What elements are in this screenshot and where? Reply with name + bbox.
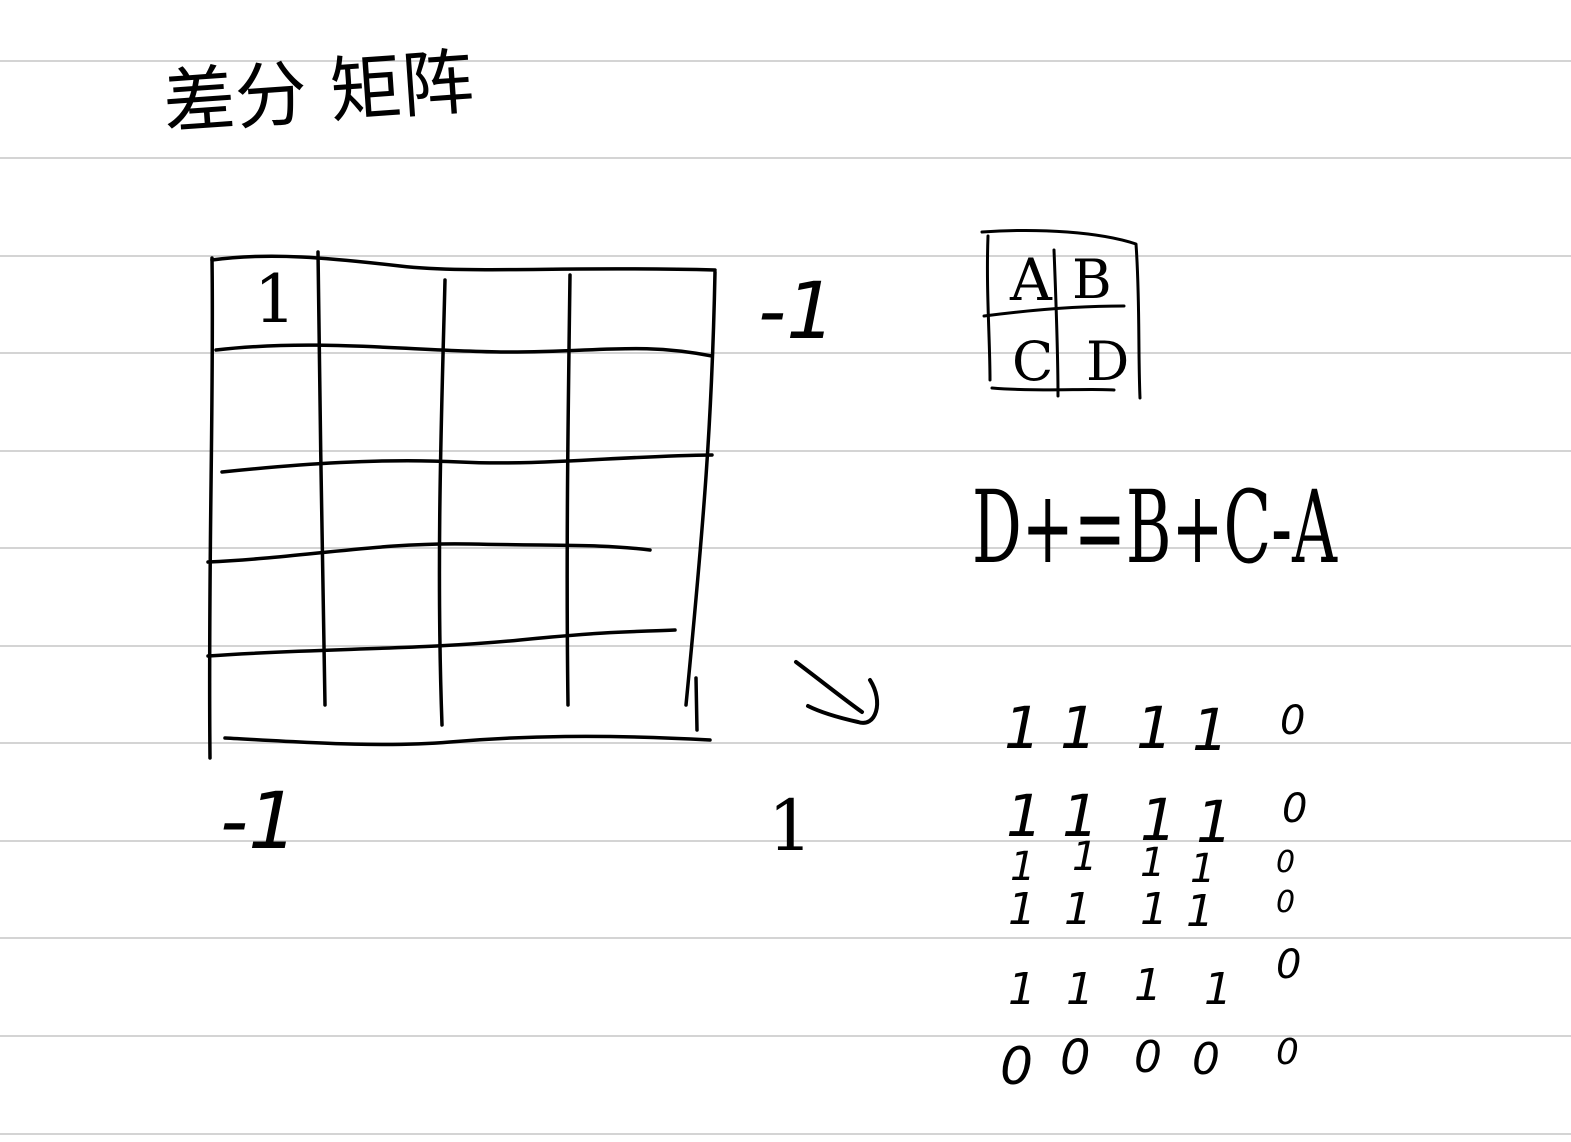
matrix-cell: 1 xyxy=(1008,884,1036,935)
result-matrix: 1 1 1 1 0 1 1 1 1 0 1 1 1 1 0 1 1 1 1 0 … xyxy=(1000,694,1307,1097)
grid-cell-value: 1 xyxy=(254,261,296,338)
box-divider xyxy=(1052,248,1060,398)
grid-line xyxy=(694,676,699,732)
box-border xyxy=(980,229,1142,400)
matrix-cell: 1 xyxy=(1062,782,1099,850)
matrix-cell: 1 xyxy=(1204,964,1232,1015)
matrix-cell: 1 xyxy=(1190,846,1215,892)
grid-line xyxy=(210,254,717,272)
matrix-cell: 1 xyxy=(1196,788,1233,856)
box-label-d: D xyxy=(1086,330,1129,393)
difference-grid xyxy=(206,250,717,760)
matrix-cell: 1 xyxy=(1010,844,1035,890)
grid-bottom-left-value: -1 xyxy=(220,777,298,867)
ruled-lines xyxy=(0,60,1571,1135)
formula: D+=B+C-A xyxy=(972,469,1338,586)
matrix-cell: 0 xyxy=(1192,1034,1220,1085)
arrow-icon xyxy=(794,660,880,725)
matrix-cell: 0 xyxy=(1000,1037,1033,1097)
matrix-cell: 1 xyxy=(1006,782,1043,850)
grid-line xyxy=(220,453,714,474)
matrix-cell: 0 xyxy=(1276,885,1295,920)
grid-line xyxy=(437,278,447,727)
matrix-cell: 0 xyxy=(1280,698,1305,744)
grid-line xyxy=(223,734,712,747)
grid-line xyxy=(316,250,327,707)
matrix-cell: 1 xyxy=(1186,886,1214,937)
matrix-cell: 1 xyxy=(1192,696,1229,764)
matrix-cell: 1 xyxy=(1140,840,1165,886)
box-label-c: C xyxy=(1012,330,1053,393)
matrix-cell: 1 xyxy=(1008,964,1036,1015)
grid-line xyxy=(207,256,215,760)
box-label-b: B xyxy=(1072,248,1112,311)
page-title: 差分 矩阵 xyxy=(160,39,476,144)
grid-top-right-value: -1 xyxy=(758,267,836,357)
matrix-cell: 0 xyxy=(1276,845,1295,880)
box-border xyxy=(990,386,1116,392)
matrix-cell: 1 xyxy=(1072,834,1097,880)
matrix-cell: 1 xyxy=(1066,964,1094,1015)
matrix-cell: 1 xyxy=(1004,694,1041,762)
matrix-cell: 1 xyxy=(1064,884,1092,935)
grid-line xyxy=(684,270,717,707)
grid-bottom-right-value: 1 xyxy=(768,785,813,867)
matrix-cell: 1 xyxy=(1134,960,1162,1011)
matrix-cell: 0 xyxy=(1134,1032,1162,1083)
matrix-cell: 1 xyxy=(1060,694,1097,762)
grid-line xyxy=(206,628,677,658)
box-border xyxy=(985,234,992,382)
grid-line xyxy=(214,343,714,358)
box-label-a: A xyxy=(1009,246,1053,314)
matrix-cell: 0 xyxy=(1060,1030,1091,1086)
matrix-cell: 0 xyxy=(1276,942,1301,988)
grid-line xyxy=(206,542,652,564)
matrix-cell: 1 xyxy=(1136,694,1173,762)
matrix-cell: 1 xyxy=(1140,786,1177,854)
matrix-cell: 0 xyxy=(1282,786,1307,832)
grid-line xyxy=(565,273,572,707)
matrix-cell: 0 xyxy=(1276,1032,1299,1073)
quadrant-box: A B C D xyxy=(980,229,1142,400)
matrix-cell: 1 xyxy=(1140,884,1168,935)
